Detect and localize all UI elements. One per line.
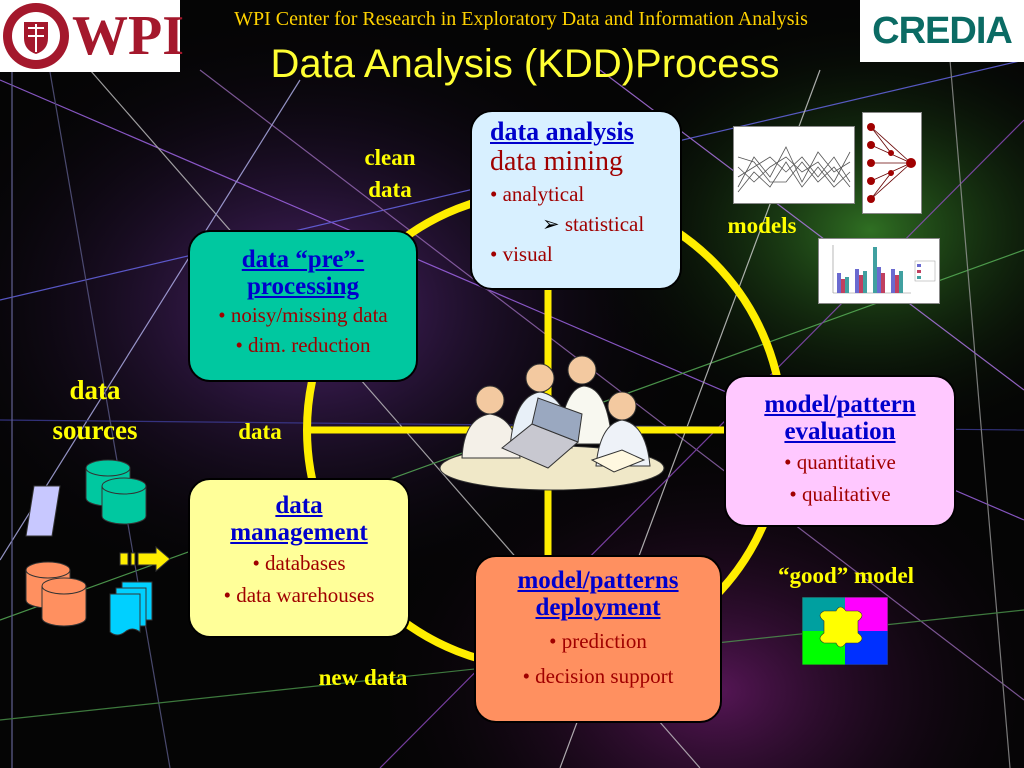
clean-data-label: clean data bbox=[348, 142, 432, 206]
data-sources-label: data sources bbox=[30, 370, 160, 450]
deployment-heading-2: deployment bbox=[535, 594, 661, 621]
documents-stack-icon bbox=[109, 581, 153, 636]
credia-text: CREDIA bbox=[872, 9, 1013, 52]
wpi-logo-text: WPI bbox=[72, 5, 184, 67]
evaluation-heading-2: evaluation bbox=[784, 418, 896, 445]
visual-item: • visual bbox=[490, 242, 553, 266]
arrow-right-icon bbox=[119, 545, 171, 573]
center-name: WPI Center for Research in Exploratory D… bbox=[234, 8, 808, 30]
quantitative-item: • quantitative bbox=[784, 450, 896, 474]
deployment-heading-1: model/patterns bbox=[517, 567, 679, 594]
noisy-missing-item: • noisy/missing data bbox=[218, 303, 388, 327]
management-heading-1: data bbox=[275, 492, 323, 519]
data-sources-word-2: sources bbox=[52, 415, 138, 445]
model-evaluation-box: model/pattern evaluation • quantitative … bbox=[724, 375, 956, 527]
credia-logo: CREDIA bbox=[860, 0, 1024, 62]
statistical-label: statistical bbox=[564, 212, 645, 236]
data-mining-label: data mining bbox=[490, 146, 623, 177]
prediction-item: • prediction bbox=[549, 629, 647, 653]
preprocessing-heading-2: processing bbox=[246, 273, 360, 300]
data-sources-icons bbox=[25, 459, 171, 636]
model-deployment-box: model/patterns deployment • prediction •… bbox=[474, 555, 722, 723]
data-management-box: data management • databases • data wareh… bbox=[188, 478, 410, 638]
parallel-coordinates-thumbnail bbox=[733, 126, 855, 204]
evaluation-heading-1: model/pattern bbox=[764, 391, 916, 418]
management-heading-2: management bbox=[230, 519, 368, 546]
document-icon bbox=[25, 485, 61, 537]
neural-network-thumbnail bbox=[862, 112, 922, 214]
new-data-label: new data bbox=[318, 665, 408, 690]
data-label: data bbox=[238, 419, 282, 444]
qualitative-item: • qualitative bbox=[789, 482, 891, 506]
bar-chart-thumbnail bbox=[818, 238, 940, 304]
data-warehouses-item: • data warehouses bbox=[223, 583, 375, 607]
models-label: models bbox=[727, 213, 797, 238]
puzzle-icon bbox=[802, 597, 888, 665]
data-analysis-heading: data analysis bbox=[490, 117, 634, 146]
good-model-label: “good” model bbox=[777, 563, 915, 588]
clean-word: clean bbox=[364, 145, 416, 170]
data-preprocessing-box: data “pre”- processing • noisy/missing d… bbox=[188, 230, 418, 382]
clean-data-word: data bbox=[368, 177, 412, 202]
statistical-item: ➢ statistical bbox=[490, 209, 680, 239]
databases-item: • databases bbox=[252, 551, 346, 575]
wpi-seal-icon bbox=[3, 3, 69, 69]
data-sources-word-1: data bbox=[69, 375, 121, 405]
arrow-bullet-icon: ➢ bbox=[542, 212, 565, 236]
database-orange-icon bbox=[25, 561, 87, 627]
decision-support-item: • decision support bbox=[522, 664, 674, 688]
dim-reduction-item: • dim. reduction bbox=[235, 333, 371, 357]
wpi-logo: WPI bbox=[0, 0, 184, 72]
slide-title: Data Analysis (KDD)Process bbox=[270, 42, 780, 86]
database-cyan-icon bbox=[85, 459, 147, 525]
preprocessing-heading-1: data “pre”- bbox=[241, 246, 365, 273]
data-analysis-box: data analysis data mining • analytical ➢… bbox=[470, 110, 682, 290]
team-at-laptop-icon bbox=[439, 355, 665, 491]
analytical-item: • analytical bbox=[490, 182, 585, 206]
